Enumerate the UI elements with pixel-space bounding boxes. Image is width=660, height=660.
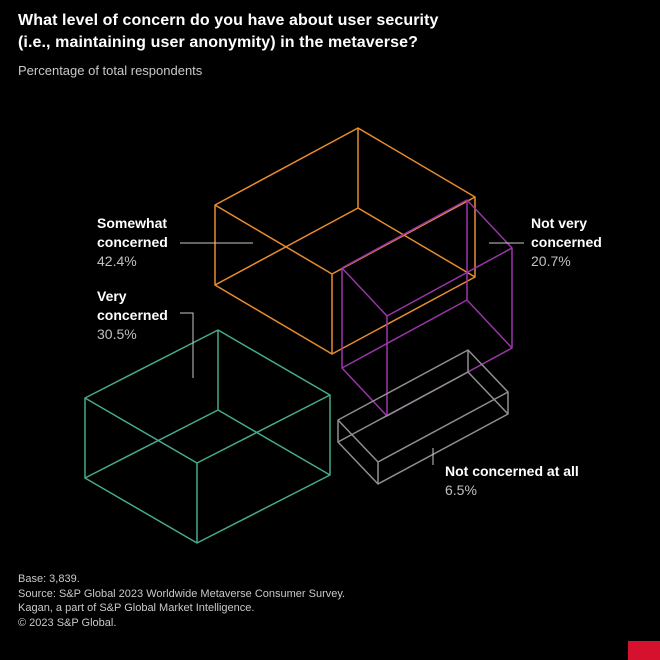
label-not-very-concerned-line2: concerned [531,234,602,250]
value-not-very-concerned: 20.7% [531,253,571,269]
label-somewhat-concerned: Somewhat concerned 42.4% [97,214,168,271]
label-very-concerned: Very concerned 30.5% [97,287,168,344]
footnote-source: Source: S&P Global 2023 Worldwide Metave… [18,587,346,600]
chart-footnotes: Base: 3,839. Source: S&P Global 2023 Wor… [18,572,345,630]
label-not-very-concerned-line1: Not very [531,215,588,231]
label-not-concerned-at-all-line1: Not concerned at all [445,463,579,479]
sp-global-brand-mark [628,641,660,660]
chart-title-line2: (i.e., maintaining user anonymity) in th… [18,34,418,51]
label-very-concerned-line1: Very [97,288,127,304]
value-very-concerned: 30.5% [97,326,137,342]
box-not-very-concerned [341,199,513,417]
label-not-concerned-at-all: Not concerned at all 6.5% [445,462,579,500]
footnote-kagan: Kagan, a part of S&P Global Market Intel… [18,602,255,614]
label-somewhat-concerned-line2: concerned [97,234,168,250]
value-not-concerned-at-all: 6.5% [445,482,477,498]
chart-title-line1: What level of concern do you have about … [18,12,439,29]
box-very-concerned [84,329,331,544]
footnote-copyright: © 2023 S&P Global. [18,616,117,629]
label-somewhat-concerned-line1: Somewhat [97,215,168,231]
chart-subtitle: Percentage of total respondents [18,63,203,78]
label-very-concerned-line2: concerned [97,307,168,323]
footnote-base: Base: 3,839. [18,573,80,585]
chart-title: What level of concern do you have about … [18,10,439,54]
box-somewhat-concerned [214,127,476,355]
leader-line-very-concerned [180,312,194,378]
label-not-very-concerned: Not very concerned 20.7% [531,214,602,271]
value-somewhat-concerned: 42.4% [97,253,137,269]
box-not-concerned-at-all [337,349,509,485]
